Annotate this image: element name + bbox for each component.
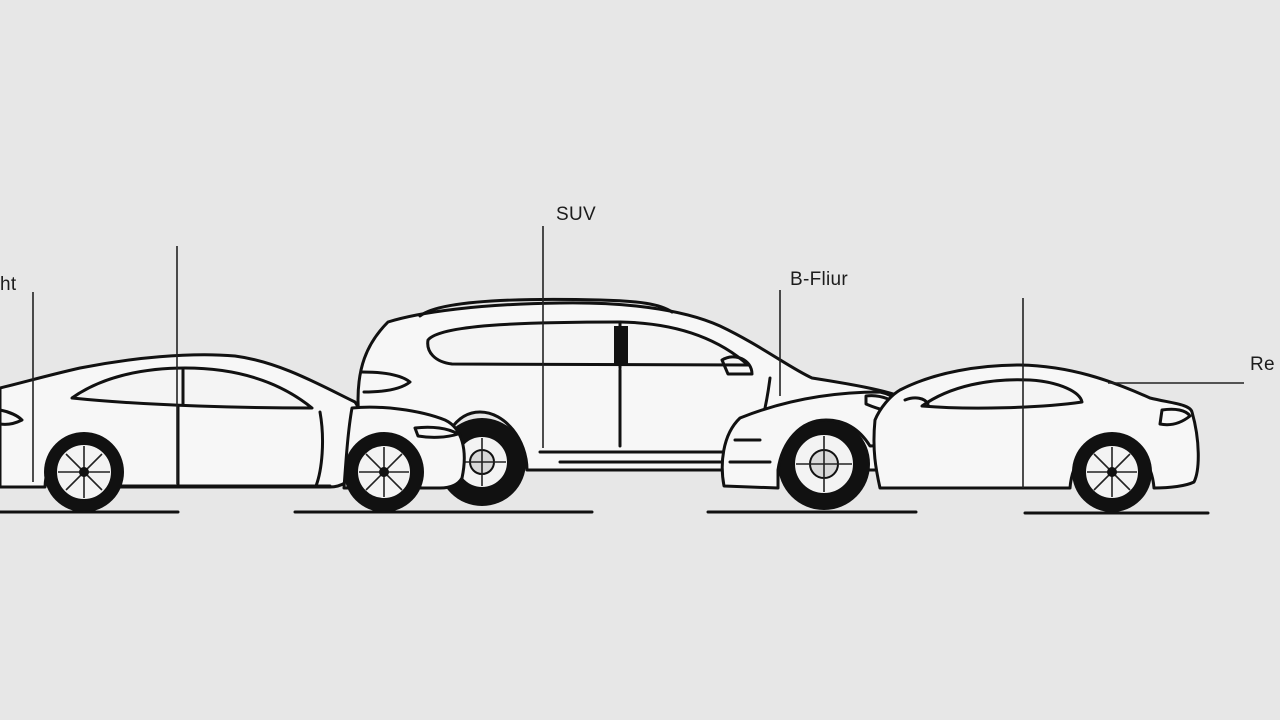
suv-pillar-trim [614,326,628,366]
hatchback-front-grille [728,438,772,464]
sedan-left-windows [70,366,314,410]
sedan-right-taillight [1158,407,1192,427]
label-pillar: B-Fliur [790,269,848,290]
suv-rear-light [360,370,412,394]
sedan-left-door-lines [176,404,325,488]
sedan-right-windows [920,378,1084,410]
hatchback-front [720,390,909,490]
sedan-right-wheel [1072,432,1152,512]
label-suv: SUV [556,204,596,225]
sedan-left-headlight [0,408,24,426]
suv-front-wheel [778,418,870,510]
sedan-left-wheel [44,432,124,512]
hatchback-front-body [720,390,909,490]
suv-mirror [720,355,754,376]
suv-windows [426,320,750,367]
sedan-right-front-light [903,396,930,406]
compact-car-wheel [344,432,424,512]
sedan-right [872,363,1200,512]
callout-lines [32,226,1244,488]
suv-roof-rail [418,297,674,318]
sedan-left [0,353,362,512]
label-right: Re [1250,354,1275,375]
label-left: ht [0,274,17,295]
compact-car-headlight [413,425,460,439]
compact-car [342,405,466,512]
ground-lines [0,510,1210,515]
